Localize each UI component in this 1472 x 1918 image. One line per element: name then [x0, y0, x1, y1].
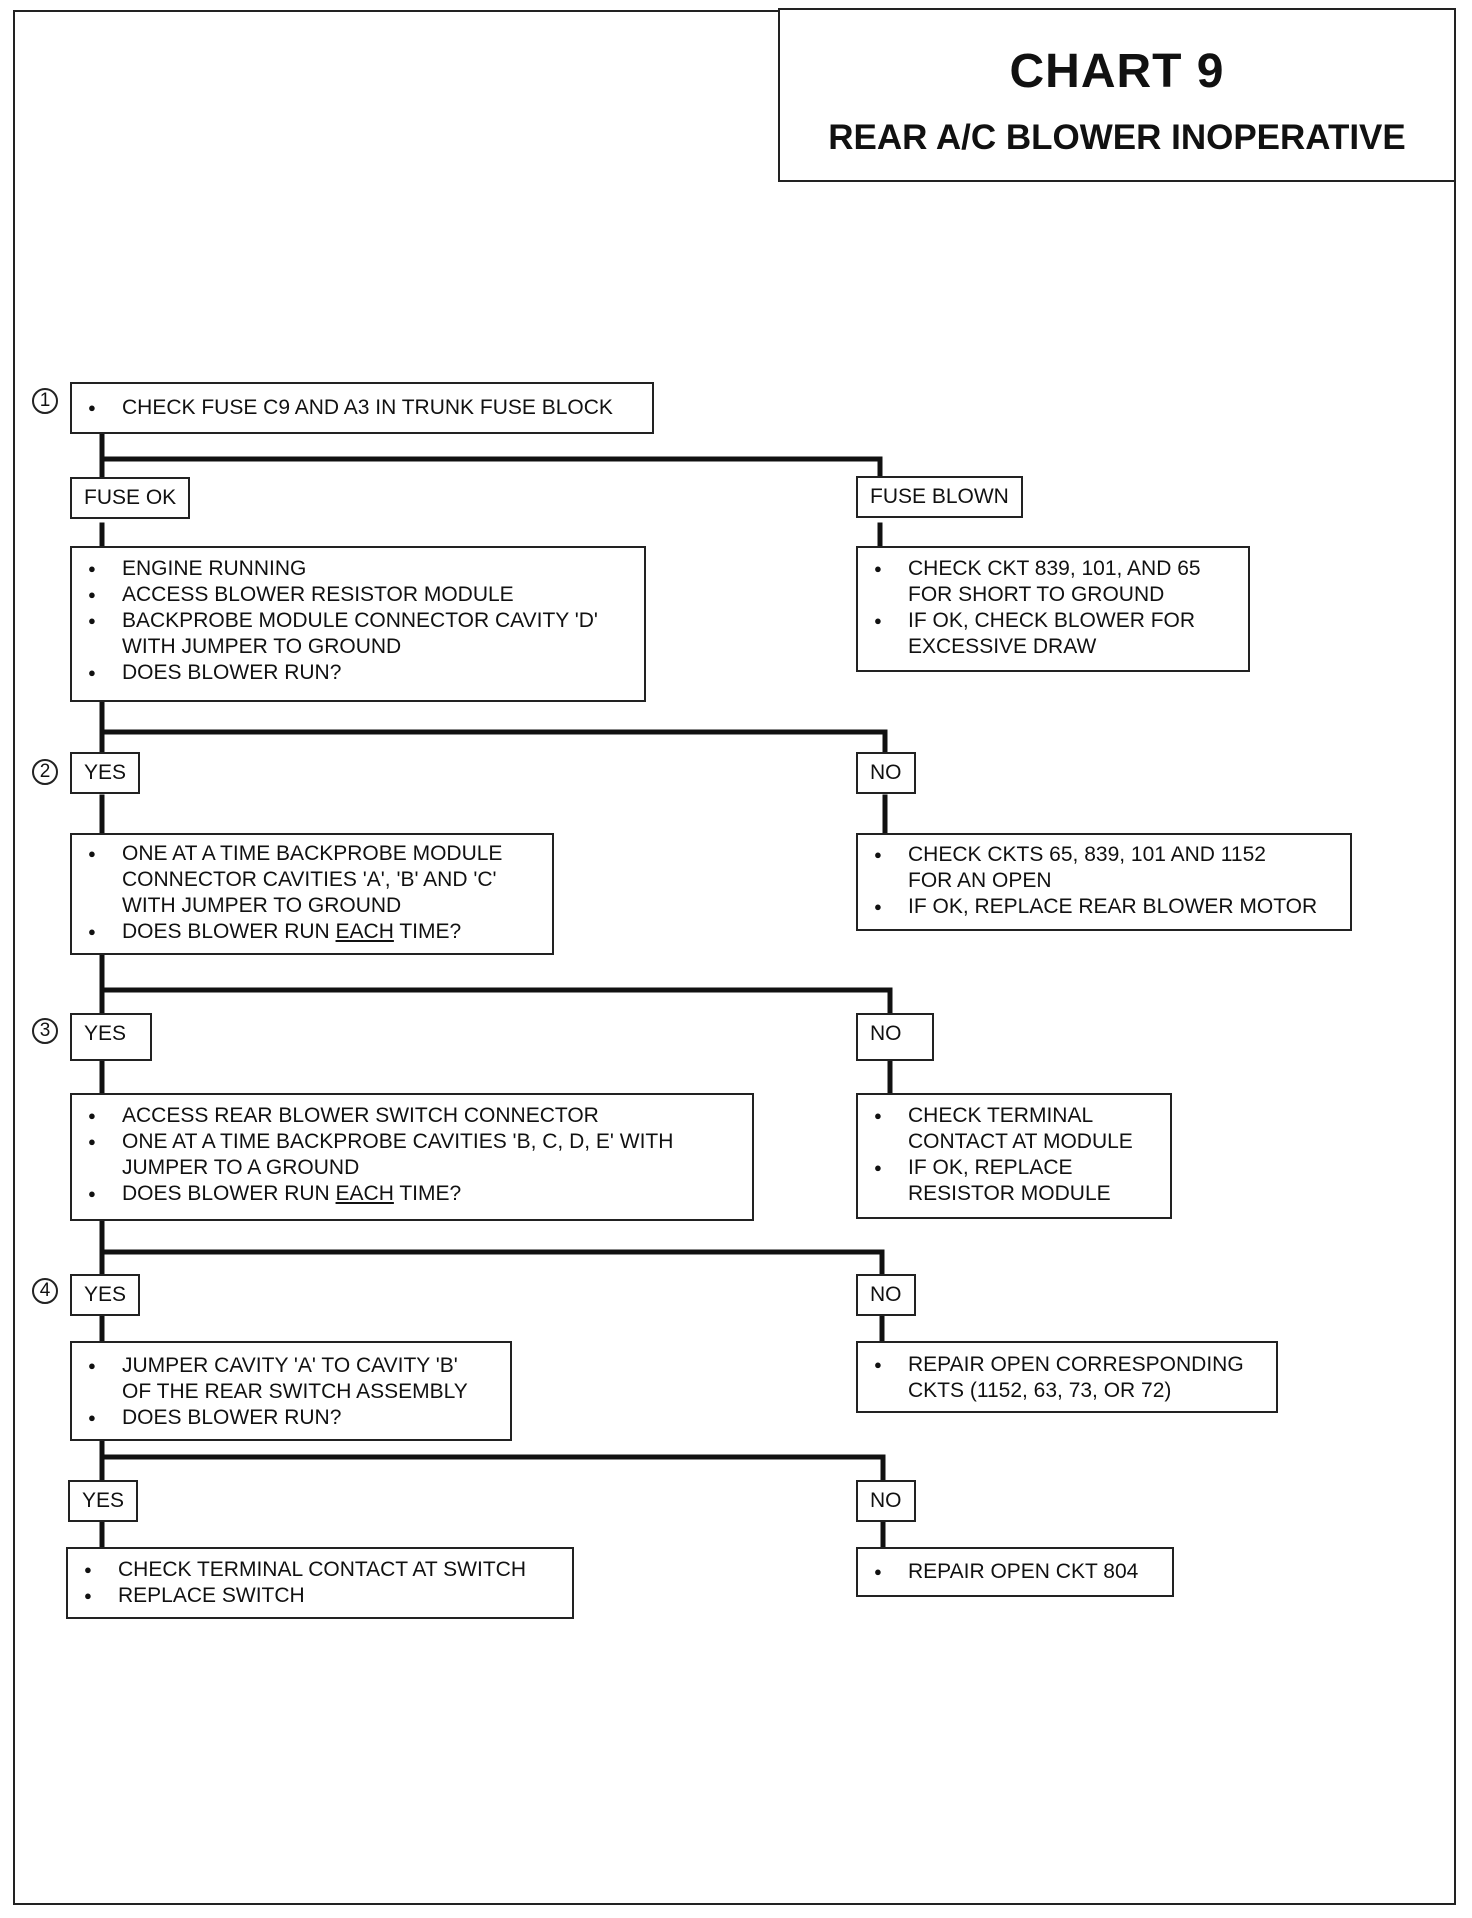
list-item-continuation: CKTS (1152, 63, 73, OR 72)	[908, 1379, 1172, 1402]
list-item: ONE AT A TIME BACKPROBE MODULE	[72, 841, 552, 867]
step-4-marker: 4	[32, 1278, 58, 1304]
list-item: ACCESS REAR BLOWER SWITCH CONNECTOR	[72, 1103, 752, 1129]
check-fuse-box: CHECK FUSE C9 AND A3 IN TRUNK FUSE BLOCK	[70, 382, 654, 434]
step-4-no-label: NO	[856, 1274, 916, 1316]
step-3-no-box: CHECK TERMINAL CONTACT AT MODULE IF OK, …	[856, 1093, 1172, 1219]
list-item: REPLACE SWITCH	[68, 1583, 572, 1609]
list-item: IF OK, REPLACE REAR BLOWER MOTOR	[858, 894, 1350, 920]
list-item: REPAIR OPEN CORRESPONDING	[858, 1352, 1276, 1378]
list-item: DOES BLOWER RUN EACH TIME?	[72, 919, 552, 945]
list-item: IF OK, CHECK BLOWER FOR	[858, 608, 1248, 634]
fuse-blown-box: CHECK CKT 839, 101, AND 65 FOR SHORT TO …	[856, 546, 1250, 672]
list-item: CHECK TERMINAL CONTACT AT SWITCH	[68, 1557, 572, 1583]
final-yes-box: CHECK TERMINAL CONTACT AT SWITCH REPLACE…	[66, 1547, 574, 1619]
list-item-text: TIME?	[393, 1182, 462, 1205]
step-3-marker: 3	[32, 1018, 58, 1044]
list-item-text: DOES BLOWER RUN	[122, 920, 336, 943]
emphasis-text: EACH	[335, 1182, 394, 1205]
list-item: DOES BLOWER RUN?	[72, 1405, 510, 1431]
page-frame	[13, 10, 1456, 1905]
list-item-continuation: WITH JUMPER TO GROUND	[122, 894, 402, 917]
fuse-blown-label: FUSE BLOWN	[856, 476, 1023, 518]
list-item: ACCESS BLOWER RESISTOR MODULE	[72, 582, 644, 608]
list-item: CHECK FUSE C9 AND A3 IN TRUNK FUSE BLOCK	[72, 395, 652, 421]
list-item-continuation: FOR SHORT TO GROUND	[908, 583, 1165, 606]
step-2-no-box: CHECK CKTS 65, 839, 101 AND 1152 FOR AN …	[856, 833, 1352, 931]
list-item-text: DOES BLOWER RUN	[122, 1182, 336, 1205]
list-item-continuation: EXCESSIVE DRAW	[908, 635, 1097, 658]
final-yes-label: YES	[68, 1480, 139, 1522]
fuse-ok-box: ENGINE RUNNING ACCESS BLOWER RESISTOR MO…	[70, 546, 646, 702]
step-4-yes-box: JUMPER CAVITY 'A' TO CAVITY 'B' OF THE R…	[70, 1341, 512, 1441]
list-item: BACKPROBE MODULE CONNECTOR CAVITY 'D'	[72, 608, 644, 634]
list-item-continuation: CONTACT AT MODULE	[908, 1130, 1133, 1153]
list-item: DOES BLOWER RUN EACH TIME?	[72, 1181, 752, 1207]
step-2-yes-label: YES	[70, 752, 141, 794]
list-item-text: TIME?	[393, 920, 462, 943]
list-item: REPAIR OPEN CKT 804	[858, 1559, 1172, 1585]
step-2-no-label: NO	[856, 752, 916, 794]
step-2-yes-box: ONE AT A TIME BACKPROBE MODULE CONNECTOR…	[70, 833, 554, 955]
step-3-yes-box: ACCESS REAR BLOWER SWITCH CONNECTOR ONE …	[70, 1093, 754, 1221]
list-item-continuation: JUMPER TO A GROUND	[122, 1156, 360, 1179]
chart-subtitle: REAR A/C BLOWER INOPERATIVE	[828, 118, 1406, 157]
step-4-no-box: REPAIR OPEN CORRESPONDING CKTS (1152, 63…	[856, 1341, 1278, 1413]
list-item: ONE AT A TIME BACKPROBE CAVITIES 'B, C, …	[72, 1129, 752, 1155]
fuse-ok-label: FUSE OK	[70, 477, 191, 519]
list-item: ENGINE RUNNING	[72, 556, 644, 582]
list-item-continuation: CONNECTOR CAVITIES 'A', 'B' AND 'C'	[122, 868, 497, 891]
chart-title: CHART 9	[1009, 45, 1225, 98]
list-item: IF OK, REPLACE	[858, 1155, 1170, 1181]
final-no-label: NO	[856, 1480, 916, 1522]
list-item-continuation: WITH JUMPER TO GROUND	[122, 635, 402, 658]
step-4-yes-label: YES	[70, 1274, 141, 1316]
list-item-continuation: OF THE REAR SWITCH ASSEMBLY	[122, 1380, 468, 1403]
step-1-marker: 1	[32, 388, 58, 414]
title-box: CHART 9 REAR A/C BLOWER INOPERATIVE	[778, 8, 1456, 182]
step-3-yes-label: YES	[70, 1013, 152, 1061]
list-item-continuation: FOR AN OPEN	[908, 869, 1052, 892]
step-3-no-label: NO	[856, 1013, 934, 1061]
final-no-box: REPAIR OPEN CKT 804	[856, 1547, 1174, 1597]
list-item-continuation: RESISTOR MODULE	[908, 1182, 1111, 1205]
list-item: CHECK TERMINAL	[858, 1103, 1170, 1129]
emphasis-text: EACH	[335, 920, 394, 943]
step-2-marker: 2	[32, 759, 58, 785]
list-item: DOES BLOWER RUN?	[72, 660, 644, 686]
list-item: CHECK CKT 839, 101, AND 65	[858, 556, 1248, 582]
list-item: JUMPER CAVITY 'A' TO CAVITY 'B'	[72, 1353, 510, 1379]
list-item: CHECK CKTS 65, 839, 101 AND 1152	[858, 842, 1350, 868]
